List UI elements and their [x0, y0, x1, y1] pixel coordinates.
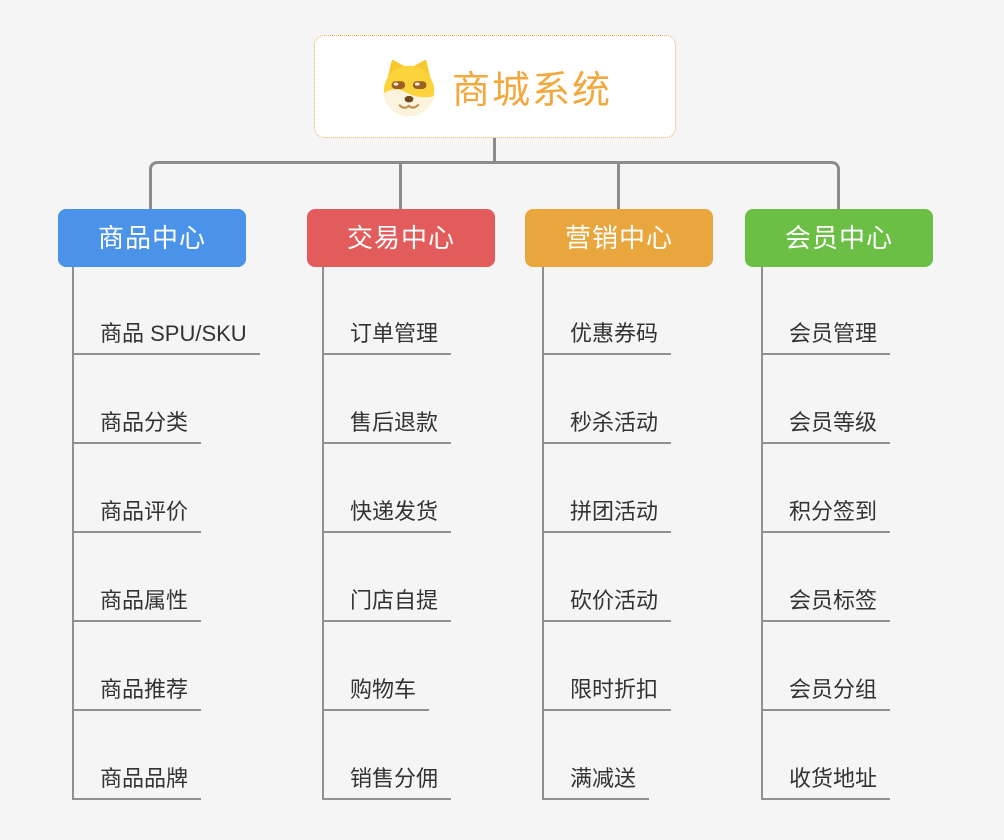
doge-icon [383, 59, 435, 116]
leaf-node[interactable]: 会员标签 [761, 588, 891, 622]
leaf-node[interactable]: 订单管理 [322, 321, 452, 355]
branch-node-trade-center[interactable]: 交易中心 [307, 209, 495, 267]
leaf-node[interactable]: 销售分佣 [322, 766, 452, 800]
leaf-node[interactable]: 商品品牌 [72, 766, 202, 800]
branch-node-marketing-center[interactable]: 营销中心 [525, 209, 713, 267]
connector-trunk-marketing [542, 267, 544, 800]
connector-root-stem [493, 138, 496, 162]
leaf-node[interactable]: 快递发货 [322, 499, 452, 533]
leaf-node[interactable]: 会员等级 [761, 410, 891, 444]
leaf-node[interactable]: 砍价活动 [542, 588, 672, 622]
leaf-node[interactable]: 商品分类 [72, 410, 202, 444]
leaf-node[interactable]: 购物车 [322, 677, 430, 711]
leaf-node[interactable]: 商品推荐 [72, 677, 202, 711]
leaf-node[interactable]: 商品 SPU/SKU [72, 321, 260, 355]
connector-drop-marketing [617, 161, 620, 209]
leaf-node[interactable]: 优惠券码 [542, 321, 672, 355]
leaf-node[interactable]: 会员管理 [761, 321, 891, 355]
connector-trunk-product [72, 267, 74, 800]
leaf-node[interactable]: 限时折扣 [542, 677, 672, 711]
root-title: 商城系统 [451, 70, 612, 112]
branch-node-product-center[interactable]: 商品中心 [58, 209, 246, 267]
connector-bus [149, 161, 840, 209]
root-node[interactable]: 商城系统 [314, 35, 676, 138]
leaf-node[interactable]: 收货地址 [761, 766, 891, 800]
leaf-node[interactable]: 满减送 [542, 766, 650, 800]
leaf-node[interactable]: 商品属性 [72, 588, 202, 622]
connector-trunk-trade [322, 267, 324, 800]
connector-drop-trade [399, 161, 402, 209]
branch-node-member-center[interactable]: 会员中心 [745, 209, 933, 267]
connector-trunk-member [761, 267, 763, 800]
leaf-node[interactable]: 拼团活动 [542, 499, 672, 533]
leaf-node[interactable]: 积分签到 [761, 499, 891, 533]
leaf-node[interactable]: 售后退款 [322, 410, 452, 444]
leaf-node[interactable]: 会员分组 [761, 677, 891, 711]
leaf-node[interactable]: 秒杀活动 [542, 410, 672, 444]
leaf-node[interactable]: 商品评价 [72, 499, 202, 533]
leaf-node[interactable]: 门店自提 [322, 588, 452, 622]
